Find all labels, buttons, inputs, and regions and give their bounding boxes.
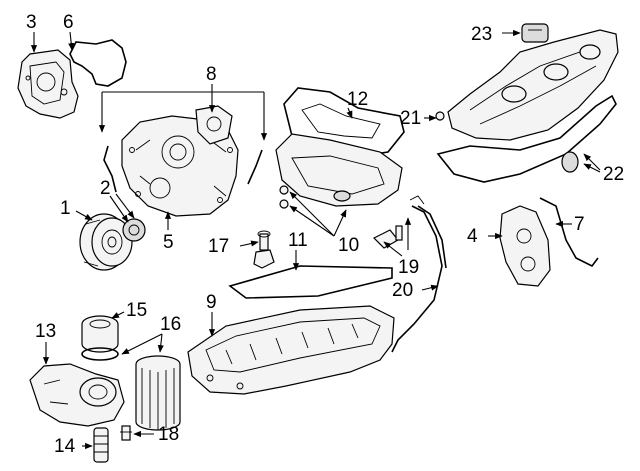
callout-6: 6 [63,12,74,33]
callout-10: 10 [338,235,359,256]
callout-17: 17 [208,236,229,257]
callout-12: 12 [347,89,368,110]
callout-18: 18 [158,424,179,445]
timing-cover-gasket-part [69,39,127,87]
upper-timing-cover-part [17,49,79,119]
crankshaft-seal-part [122,218,146,242]
callout-9: 9 [206,292,217,313]
callout-1: 1 [60,198,71,219]
callout-3: 3 [26,12,37,33]
callout-7: 7 [574,214,585,235]
drain-plug-part [253,230,275,269]
front-cover-gaskets-part [103,105,263,193]
oil-filter-cap-part [81,315,119,353]
oil-filter-element-part [135,355,181,431]
valve-cover-part [435,29,619,141]
callout-5: 5 [163,232,174,253]
callout-16: 16 [160,314,181,335]
callout-14: 14 [54,436,76,457]
valve-cover-gasket-part [436,94,617,183]
callout-13: 13 [35,321,56,342]
lower-oil-pan-part [187,305,395,395]
callout-22: 22 [603,164,624,185]
callout-4: 4 [467,226,478,247]
dipstick-tube-part [391,195,447,353]
oil-filler-cap-part [521,23,549,43]
vanos-cover-part [499,205,551,287]
check-valve-part [93,427,109,463]
callout-labels: 1 2 3 4 5 6 7 8 9 10 11 12 13 14 15 16 1… [26,12,624,457]
callout-23: 23 [471,24,492,45]
crankshaft-pulley-part [79,213,133,271]
oil-filter-cap-seal-part [81,347,119,361]
callout-15: 15 [126,300,147,321]
lower-oil-pan-gasket-part [228,265,393,299]
oil-filter-housing-part [29,363,125,427]
callout-20: 20 [392,280,413,301]
callout-11: 11 [288,230,308,251]
oil-pan-upper-part [275,133,403,209]
callout-2: 2 [100,178,111,199]
callout-21: 21 [400,108,421,129]
oil-pressure-switch-part [120,425,132,441]
leader-lines [30,29,601,450]
oil-level-sensor-part [372,225,403,249]
callout-8: 8 [206,64,217,85]
callout-19: 19 [398,257,419,278]
vanos-gasket-part [539,197,599,268]
